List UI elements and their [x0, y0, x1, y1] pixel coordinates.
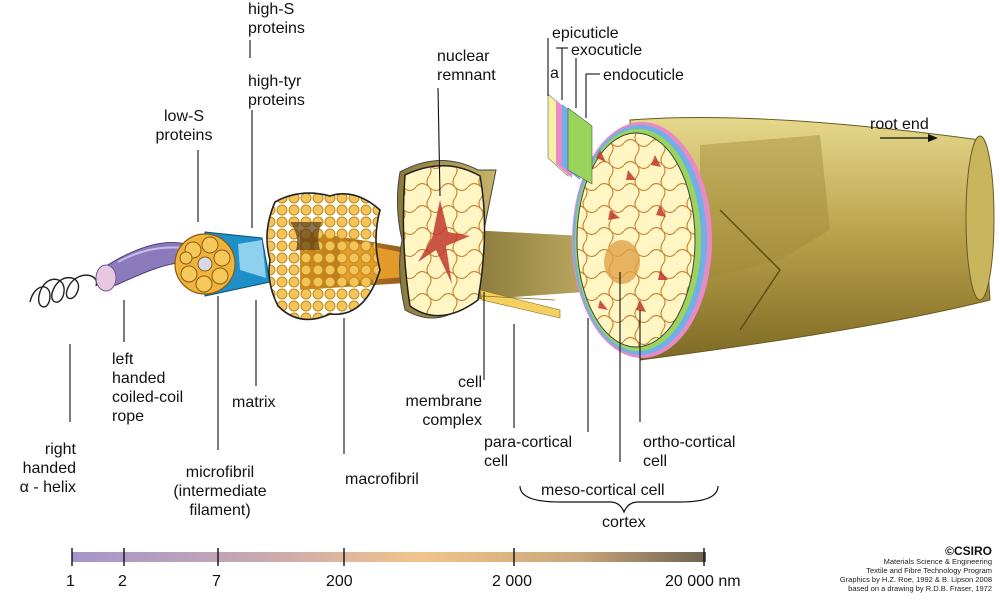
label-left-handed-coiled-coil-rope: left handed coiled-coil rope [112, 351, 184, 425]
microfibril [174, 231, 271, 297]
scale-tick-1: 1 [66, 573, 75, 590]
label-nuclear-remnant: nuclear remnant [437, 48, 496, 84]
root-end-arrow-icon [880, 134, 938, 142]
label-macrofibril: macrofibril [345, 471, 419, 488]
label-epicuticle: epicuticle [552, 25, 619, 42]
leader-lines [69, 38, 641, 462]
label-exocuticle: exocuticle [571, 42, 643, 59]
label-cell-membrane-complex: cell membrane complex [405, 374, 482, 429]
label-ortho-cortical-cell: ortho-cortical cell [643, 434, 736, 470]
label-matrix: matrix [232, 394, 276, 411]
graphics-credit: Materials Science & Engineering Textile … [839, 557, 992, 593]
label-root-end: root end [870, 116, 929, 133]
label-microfibril: microfibril (intermediate filament) [173, 464, 267, 519]
label-endocuticle: endocuticle [603, 67, 684, 84]
csiro-copyright: ©CSIRO [945, 544, 992, 558]
label-meso-cortical-cell: meso-cortical cell [541, 482, 665, 499]
scale-tick-20000-nm: 20 000 nm [665, 573, 741, 590]
label-high-s-proteins: high-S proteins [248, 1, 305, 37]
label-cortex: cortex [602, 514, 646, 531]
label-right-handed-alpha-helix: right handed α - helix [19, 441, 76, 496]
coiled-coil-rope [95, 241, 191, 292]
label-para-cortical-cell: para-cortical cell [484, 434, 573, 470]
scale-tick-2000: 2 000 [492, 573, 533, 590]
label-low-s-proteins: low-S proteins [155, 108, 213, 144]
macrofibril [266, 192, 420, 321]
fibre-cortex [547, 93, 995, 361]
label-a: a [550, 65, 559, 82]
size-scale-bar [71, 548, 706, 566]
scale-tick-200: 200 [326, 573, 353, 590]
cortex-brace [519, 485, 719, 514]
alpha-helix [29, 274, 98, 308]
scale-tick-2: 2 [118, 573, 127, 590]
scale-tick-7: 7 [212, 573, 221, 590]
label-high-tyr-proteins: high-tyr proteins [248, 73, 305, 109]
